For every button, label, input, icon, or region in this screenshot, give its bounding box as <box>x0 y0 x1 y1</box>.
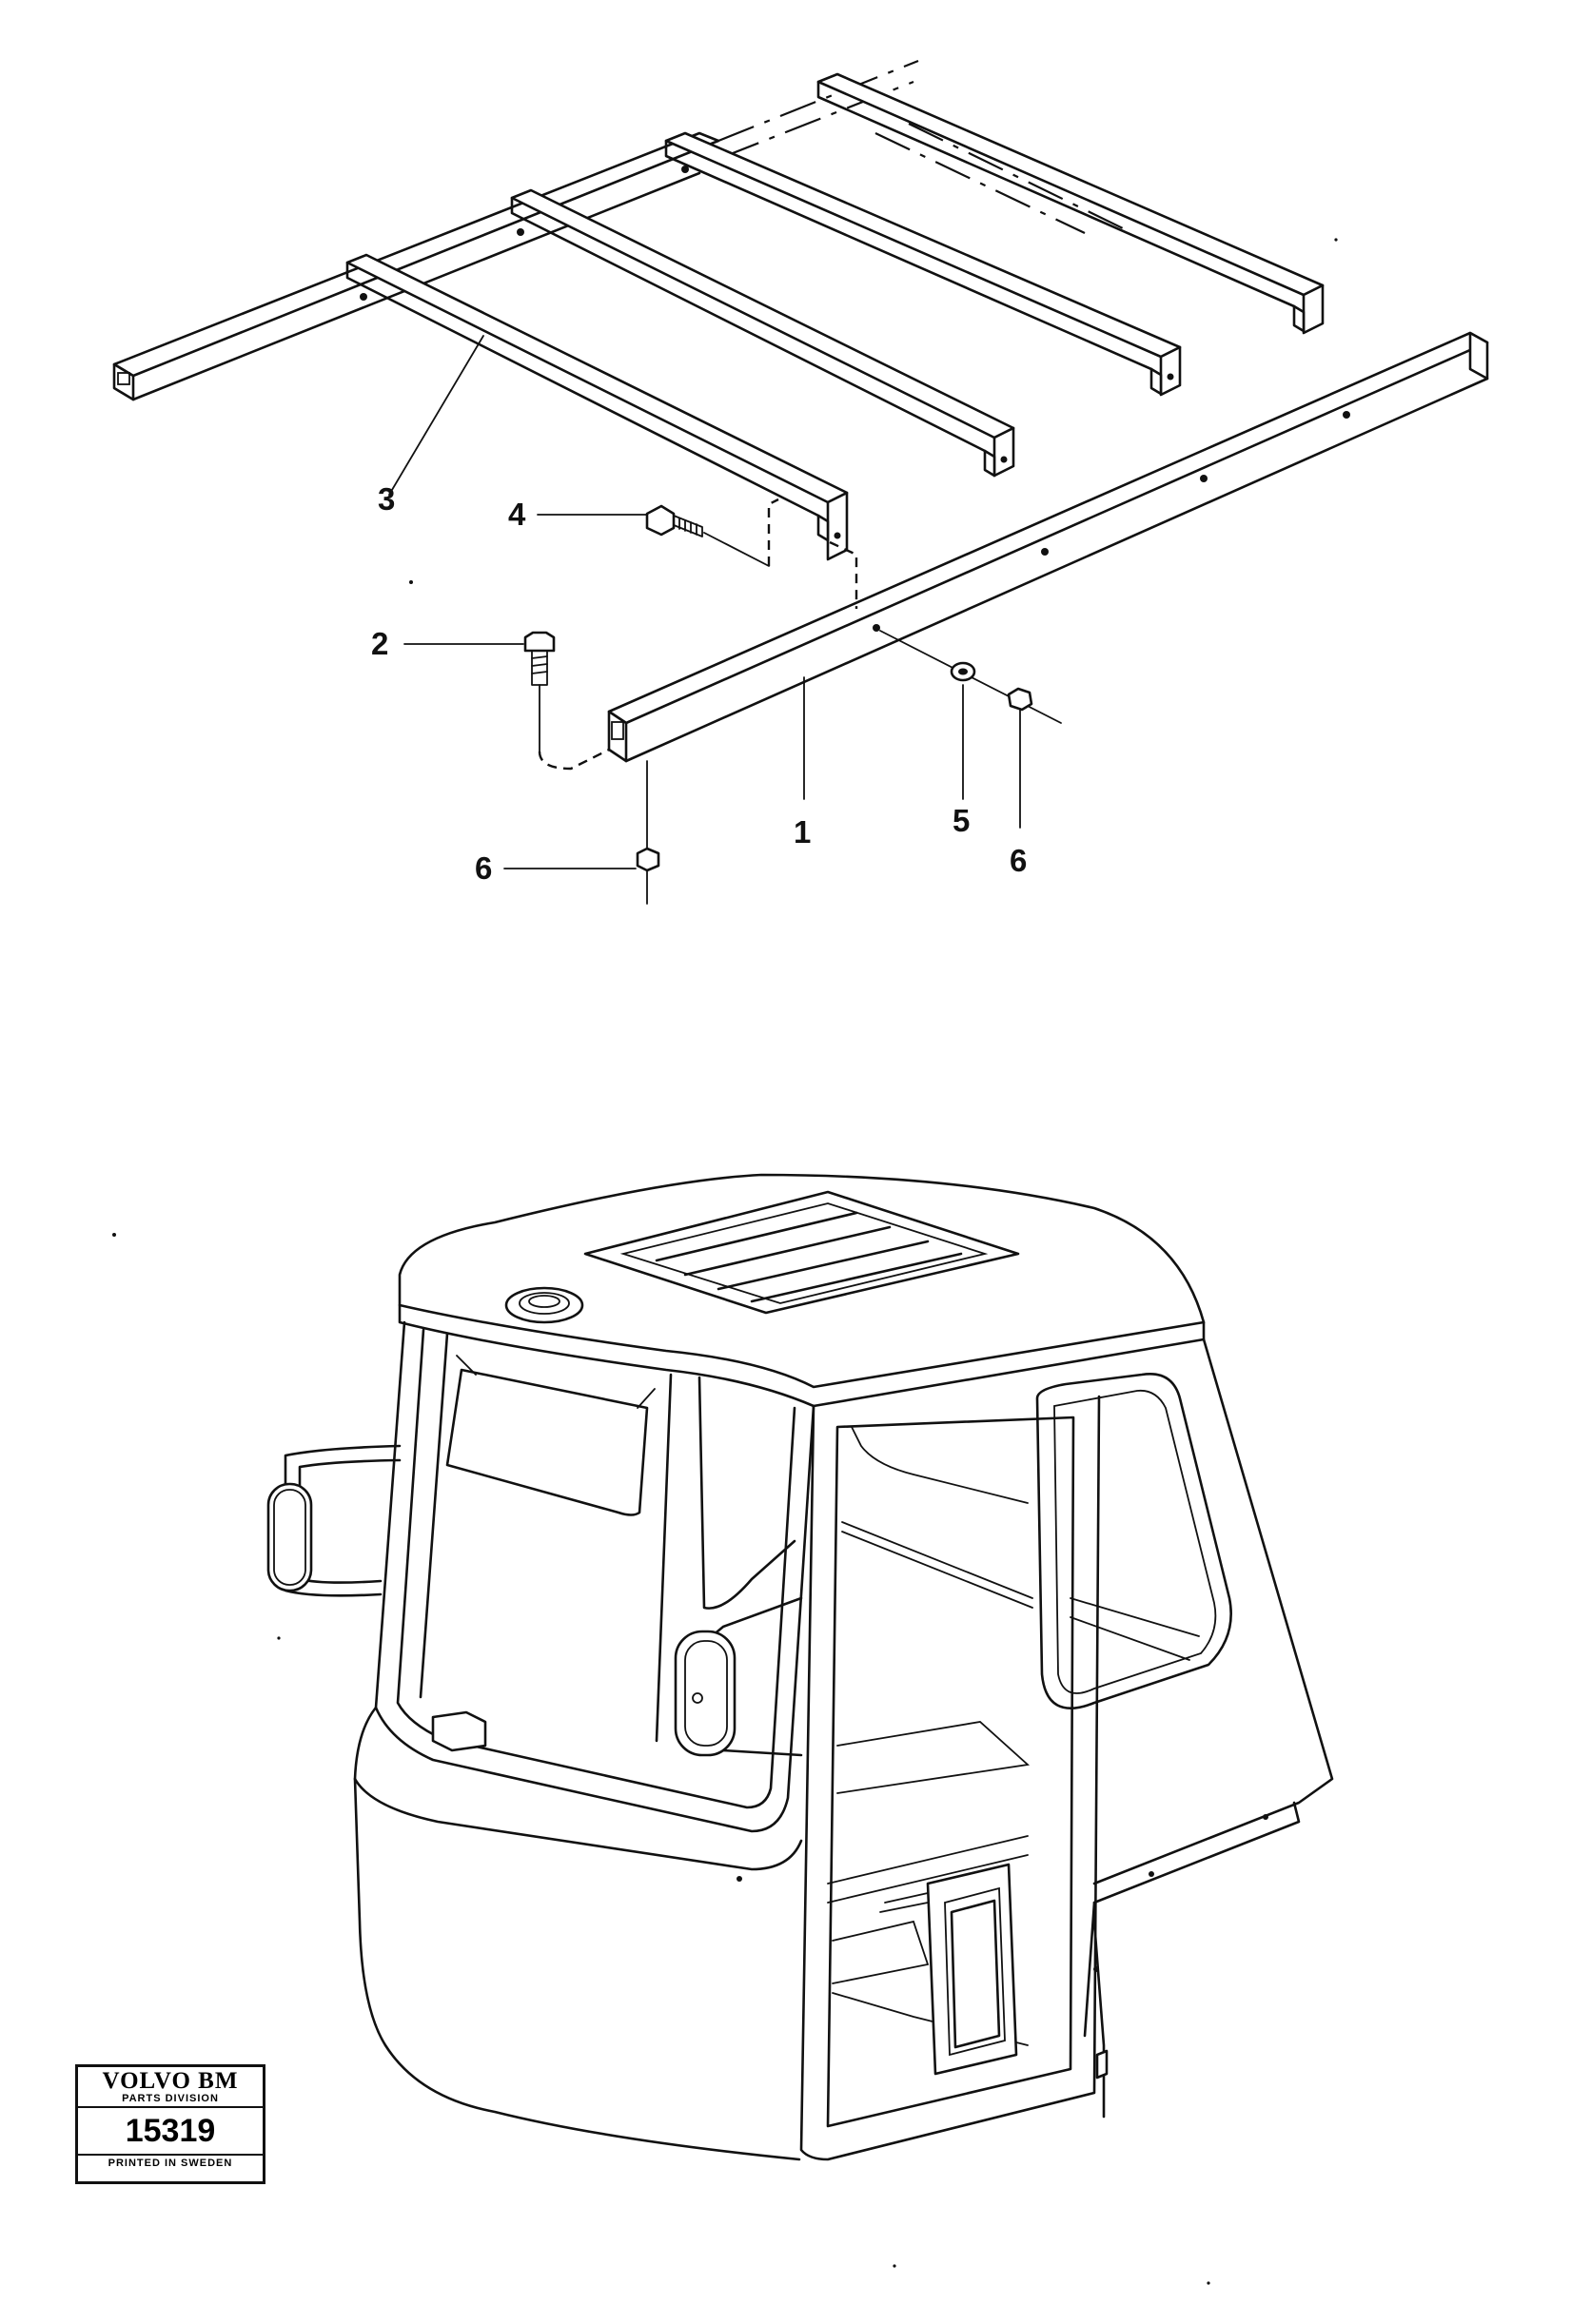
callout-6-right: 6 <box>1010 843 1027 878</box>
rear-panel <box>1092 1338 1334 1885</box>
callout-5: 5 <box>953 803 970 838</box>
fasteners-right <box>879 630 1062 724</box>
cab-illustration <box>266 1173 1334 2161</box>
roof-hatch <box>583 1190 1020 1315</box>
callout-4: 4 <box>508 497 526 532</box>
bolt-2 <box>523 631 610 771</box>
door-frame <box>799 1395 1101 2161</box>
crossbar-3 <box>345 253 849 561</box>
left-rail <box>112 59 919 401</box>
mirror-right <box>674 1596 803 1757</box>
leader-lines <box>388 335 1021 869</box>
callout-6-lower: 6 <box>475 850 492 886</box>
crossbar-middle <box>510 188 1015 478</box>
stamp-number: 15319 <box>78 2108 263 2156</box>
bolt-4 <box>645 498 779 567</box>
roof-frame-assembly: 3 4 2 1 5 6 6 <box>112 59 1489 905</box>
side-window <box>1035 1372 1232 1709</box>
stamp-division: PARTS DIVISION <box>78 2093 263 2108</box>
sun-visor <box>445 1368 649 1516</box>
crossbar-3-rail-link <box>829 540 858 609</box>
callout-2: 2 <box>371 626 388 661</box>
stamp-printed: PRINTED IN SWEDEN <box>108 2158 233 2169</box>
cab-lower-body <box>353 1706 801 2161</box>
crossbar-far <box>816 72 1325 335</box>
stamp-brand: VOLVO BM <box>102 2068 239 2094</box>
roof-vent <box>504 1286 584 1324</box>
cab-interior <box>827 1426 1200 2076</box>
callout-1: 1 <box>794 814 811 850</box>
callout-3: 3 <box>378 481 395 517</box>
main-rail-1 <box>607 331 1489 763</box>
nut-6-lower <box>636 760 660 905</box>
crossbar-back <box>664 131 1182 397</box>
windshield-frame <box>374 1320 815 1833</box>
mirror-left <box>266 1444 402 1597</box>
parts-division-stamp: VOLVO BM PARTS DIVISION 15319 PRINTED IN… <box>75 2064 265 2184</box>
